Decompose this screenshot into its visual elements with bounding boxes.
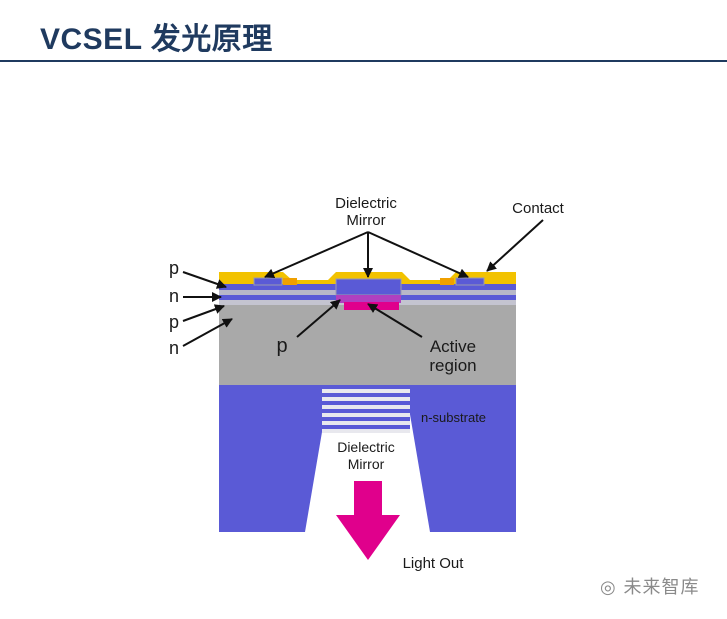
label-n-1: n [169, 286, 179, 306]
gray-layer [219, 305, 516, 385]
label-n-2: n [169, 338, 179, 358]
label-p-inner: p [276, 335, 287, 357]
top-mirror-right [455, 277, 485, 286]
watermark-text: 未来智库 [623, 577, 700, 598]
top-mirror-left [253, 277, 283, 286]
bottom-mirror-stack [322, 385, 410, 433]
label-p-top: p [169, 258, 179, 278]
label-active-region-line2: region [429, 356, 476, 375]
contact-bump-left [283, 278, 297, 285]
contact-bump-right [440, 278, 454, 285]
label-dielectric-mirror-bottom-line1: Dielectric [337, 439, 395, 455]
watermark: ◎ 未来智库 [600, 573, 699, 599]
top-mirror-center [335, 278, 402, 296]
label-p-2: p [169, 312, 179, 332]
label-active-region-line1: Active [430, 337, 476, 356]
label-dielectric-mirror-top-line1: Dielectric [335, 195, 397, 212]
light-out-arrow [336, 481, 400, 560]
wechat-icon: ◎ [600, 577, 617, 598]
label-n-substrate: n-substrate [421, 410, 486, 425]
active-region [336, 295, 401, 303]
title-underline [0, 60, 727, 62]
label-dielectric-mirror-top-line2: Mirror [346, 212, 385, 229]
annotation-arrows [182, 219, 544, 347]
label-contact: Contact [512, 200, 565, 217]
label-dielectric-mirror-bottom-line2: Mirror [348, 456, 385, 472]
label-light-out: Light Out [403, 555, 465, 572]
page-title: VCSEL 发光原理 [40, 23, 273, 56]
